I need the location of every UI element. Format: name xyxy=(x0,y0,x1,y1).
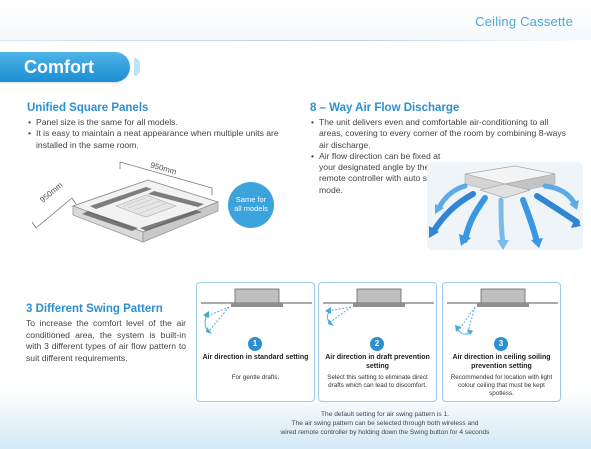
badge-line-2: all models xyxy=(234,204,268,213)
swing-card-desc: Select this setting to eliminate direct … xyxy=(327,374,428,389)
swing-diagram-3 xyxy=(447,288,558,336)
swing-card-title: Air direction in draft prevention settin… xyxy=(325,354,430,370)
unified-bullet-1: Panel size is the same for all models. xyxy=(28,117,283,129)
footer-line-2: The air swing pattern can be selected th… xyxy=(291,420,479,427)
airflow-bullet-1: The unit delivers even and comfortable a… xyxy=(311,117,571,151)
swing-card-3: 3 Air direction in ceiling soiling preve… xyxy=(442,282,561,402)
unified-panels-bullets: Panel size is the same for all models. I… xyxy=(28,117,283,151)
swing-diagram-1 xyxy=(201,288,312,334)
airflow-bullet-2: Air flow direction can be fixed at your … xyxy=(311,151,449,196)
swing-number-badge: 1 xyxy=(248,337,262,351)
swing-number-badge: 3 xyxy=(494,337,508,351)
swing-card-title: Air direction in ceiling soiling prevent… xyxy=(452,354,551,370)
cassette-panel-illustration xyxy=(31,161,220,243)
footer-line-3: wired remote controller by holding down … xyxy=(280,429,490,436)
airflow-bullets: The unit delivers even and comfortable a… xyxy=(311,117,571,196)
dim-line-left xyxy=(35,197,73,229)
comfort-label: Comfort xyxy=(24,57,94,77)
swing-card-2: 2 Air direction in draft prevention sett… xyxy=(318,282,437,402)
swing-number-badge: 2 xyxy=(370,337,384,351)
header-divider xyxy=(0,40,591,41)
panel-diagram: 950mm 950mm xyxy=(28,158,278,268)
swing-card-desc: Recommended for location with light colo… xyxy=(450,374,553,397)
badge-line-1: Same for xyxy=(235,195,267,204)
header-band xyxy=(0,0,591,40)
unified-bullet-2: It is easy to maintain a neat appearance… xyxy=(28,128,283,151)
comfort-tab: Comfort xyxy=(0,52,140,82)
airflow-illustration xyxy=(425,160,585,252)
same-for-all-models-badge: Same for all models xyxy=(228,182,274,228)
swing-card-desc: For gentle drafts. xyxy=(231,374,280,381)
swing-pattern-title: 3 Different Swing Pattern xyxy=(26,303,163,315)
footer-line-1: The default setting for air swing patter… xyxy=(321,411,449,418)
swing-diagram-2 xyxy=(323,288,434,326)
swing-card-title: Air direction in standard setting xyxy=(202,354,309,361)
page-header-title: Ceiling Cassette xyxy=(475,14,573,29)
unified-panels-title: Unified Square Panels xyxy=(27,102,149,114)
swing-pattern-body: To increase the comfort level of the air… xyxy=(26,318,186,363)
dim-line-right xyxy=(119,161,213,189)
airflow-title: 8 – Way Air Flow Discharge xyxy=(310,102,460,114)
eight-way-airflow-graphic xyxy=(427,162,583,250)
footer-note: The default setting for air swing patter… xyxy=(200,410,570,437)
swing-card-1: 1 Air direction in standard setting For … xyxy=(196,282,315,402)
